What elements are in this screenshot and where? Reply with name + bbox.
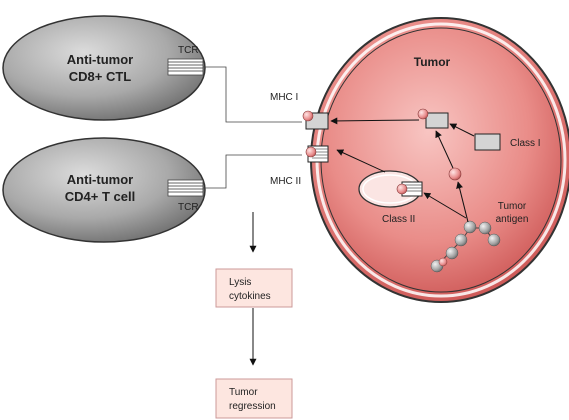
tcr-label-bottom: TCR	[178, 202, 199, 213]
class2-vesicle	[358, 170, 423, 208]
mhc1-surface-complex	[302, 110, 329, 130]
arrow-antigen-to-peptide	[456, 181, 469, 223]
cd8-label-line1: Anti-tumor	[67, 52, 133, 67]
arrow-antigen-to-vesicle	[423, 192, 467, 219]
tcr-mhc2-connector	[203, 154, 302, 189]
regression-label-line2: regression	[229, 401, 276, 412]
arrow-peptide-to-mhc1	[435, 130, 454, 169]
lysis-label-line2: cytokines	[229, 291, 271, 302]
tcr-receptor-top	[167, 58, 204, 76]
arrow-mhc1-to-surface	[330, 117, 420, 125]
mhc2-label: MHC II	[270, 176, 301, 187]
class1-molecule	[474, 133, 501, 151]
lysis-cytokines-box: Lysis cytokines	[215, 268, 293, 308]
tumor-title: Tumor	[414, 55, 451, 69]
tumor-regression-box: Tumor regression	[215, 378, 293, 419]
mhc1-label: MHC I	[270, 92, 298, 103]
internal-mhc1-complex	[417, 108, 449, 129]
free-peptide	[448, 167, 462, 181]
lysis-label-line1: Lysis	[229, 277, 251, 288]
mhc2-surface-complex	[305, 145, 329, 163]
cd4-t-cell: Anti-tumor CD4+ T cell	[2, 137, 206, 243]
cd4-label-line2: CD4+ T cell	[65, 189, 135, 204]
tcr-mhc1-connector	[203, 66, 302, 123]
regression-label-line1: Tumor	[229, 387, 258, 398]
cd4-label-line1: Anti-tumor	[67, 172, 133, 187]
cd8-ctl-cell: Anti-tumor CD8+ CTL	[2, 15, 206, 121]
cd8-label-line2: CD8+ CTL	[69, 69, 132, 84]
tcr-receptor-bottom	[167, 179, 204, 197]
tumor-antigen-label-line2: antigen	[496, 214, 529, 225]
class1-label: Class I	[510, 138, 541, 149]
tcr-label-top: TCR	[178, 45, 199, 56]
arrow-vesicle-to-surface	[336, 149, 386, 173]
tumor-antigen-chain	[430, 220, 501, 273]
arrow-class1-to-mhc1	[449, 123, 475, 137]
class2-label: Class II	[382, 214, 415, 225]
tumor-antigen-label-line1: Tumor	[498, 201, 527, 212]
